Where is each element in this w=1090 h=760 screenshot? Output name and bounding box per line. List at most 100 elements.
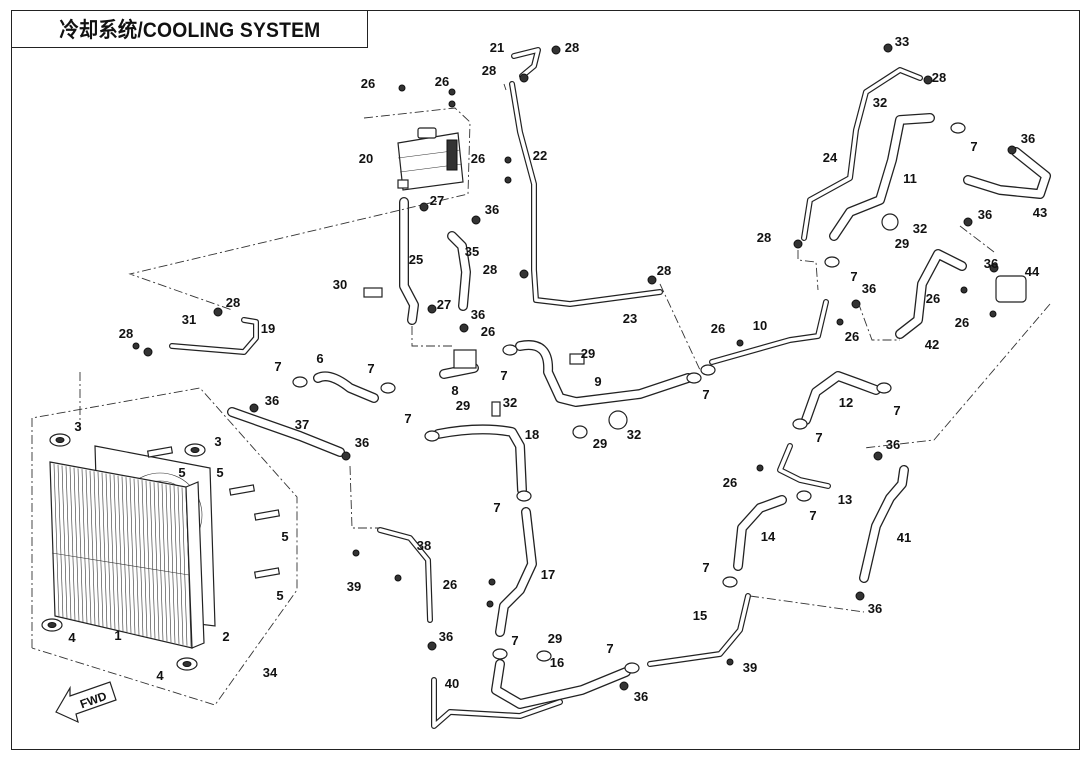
- callout-c7f: 7: [850, 269, 857, 284]
- hoses-and-pipes: [169, 47, 1051, 729]
- callout-c28h: 28: [119, 326, 133, 341]
- callout-c30: 30: [333, 277, 347, 292]
- callout-c29a: 29: [581, 346, 595, 361]
- callout-c36f: 36: [1021, 131, 1035, 146]
- callout-c32d: 32: [627, 427, 641, 442]
- callout-c7h: 7: [893, 403, 900, 418]
- clamps-and-fasteners: [132, 43, 1027, 691]
- callout-c38: 38: [417, 538, 431, 553]
- callout-c5d: 5: [276, 588, 283, 603]
- page-title: 冷却系统/COOLING SYSTEM: [58, 19, 321, 42]
- callout-c29c: 29: [593, 436, 607, 451]
- callout-c5b: 5: [216, 465, 223, 480]
- callout-c9: 9: [594, 374, 601, 389]
- callout-c39a: 39: [347, 579, 361, 594]
- callout-c19: 19: [261, 321, 275, 336]
- callout-c10: 10: [753, 318, 767, 333]
- radiator-core-part: [49, 461, 205, 649]
- callout-c36k: 36: [439, 629, 453, 644]
- callout-c7n: 7: [606, 641, 613, 656]
- callout-c41: 41: [897, 530, 911, 545]
- callout-c14: 14: [761, 529, 776, 544]
- radiator-assembly-group: [31, 387, 298, 706]
- callout-c32b: 32: [913, 221, 927, 236]
- callout-c24: 24: [823, 150, 838, 165]
- callout-c26b: 26: [435, 74, 449, 89]
- callout-c34: 34: [263, 665, 278, 680]
- callout-c1: 1: [114, 628, 121, 643]
- callout-c12: 12: [839, 395, 853, 410]
- callout-c29d: 29: [895, 236, 909, 251]
- callout-c32c: 32: [503, 395, 517, 410]
- callout-c22: 22: [533, 148, 547, 163]
- callout-c17: 17: [541, 567, 555, 582]
- callout-c44: 44: [1025, 264, 1040, 279]
- callout-c33: 33: [895, 34, 909, 49]
- callout-c18: 18: [525, 427, 539, 442]
- callout-c28g: 28: [226, 295, 240, 310]
- callout-c36c: 36: [265, 393, 279, 408]
- callout-c8: 8: [451, 383, 458, 398]
- title-block: 冷却系统/COOLING SYSTEM: [11, 10, 368, 48]
- callout-c26h: 26: [955, 315, 969, 330]
- rubber-mount-parts: [41, 433, 206, 671]
- callout-c26e: 26: [711, 321, 725, 336]
- callout-c26f: 26: [845, 329, 859, 344]
- callout-c36i: 36: [886, 437, 900, 452]
- callout-c25: 25: [409, 252, 423, 267]
- callout-c27a: 27: [430, 193, 444, 208]
- callout-c28e: 28: [483, 262, 497, 277]
- callout-c26a: 26: [361, 76, 375, 91]
- callout-c7i: 7: [815, 430, 822, 445]
- bolt-parts-5: [146, 446, 281, 579]
- callout-c36j: 36: [868, 601, 882, 616]
- callout-c16: 16: [550, 655, 564, 670]
- callout-c5c: 5: [281, 529, 288, 544]
- callout-c26c: 26: [471, 151, 485, 166]
- callout-c11: 11: [903, 171, 917, 186]
- callout-c36h: 36: [984, 256, 998, 271]
- callout-c15: 15: [693, 608, 707, 623]
- callout-c37: 37: [295, 417, 309, 432]
- callout-c7e: 7: [702, 387, 709, 402]
- callout-c28b: 28: [482, 63, 496, 78]
- callout-c7j: 7: [809, 508, 816, 523]
- forward-direction-arrow: FWD: [55, 681, 117, 724]
- assembly-34-boundary: [31, 387, 298, 706]
- callout-c36g: 36: [978, 207, 992, 222]
- callout-c5a: 5: [178, 465, 185, 480]
- callout-c26j: 26: [443, 577, 457, 592]
- callout-c36a: 36: [485, 202, 499, 217]
- callout-c43: 43: [1033, 205, 1047, 220]
- callout-c28c: 28: [932, 70, 946, 85]
- callout-c36d: 36: [355, 435, 369, 450]
- callout-c32a: 32: [873, 95, 887, 110]
- callout-c7k: 7: [702, 560, 709, 575]
- callout-c2: 2: [222, 629, 229, 644]
- callout-c4a: 4: [68, 630, 76, 645]
- drawing-frame: [11, 10, 1080, 750]
- callout-c29e: 29: [548, 631, 562, 646]
- callout-c35: 35: [465, 244, 479, 259]
- callout-c31: 31: [182, 312, 196, 327]
- callout-c21: 21: [490, 40, 504, 55]
- reference-lines: [79, 83, 1051, 613]
- callout-c3b: 3: [214, 434, 221, 449]
- callout-c28d: 28: [757, 230, 771, 245]
- callout-c27b: 27: [437, 297, 451, 312]
- callout-c36l: 36: [634, 689, 648, 704]
- callout-c7a: 7: [274, 359, 281, 374]
- callout-c7b: 7: [367, 361, 374, 376]
- callout-c36b: 36: [471, 307, 485, 322]
- callout-c40: 40: [445, 676, 459, 691]
- callout-c42: 42: [925, 337, 939, 352]
- callout-c7d: 7: [500, 368, 507, 383]
- callout-c20: 20: [359, 151, 373, 166]
- callout-c3a: 3: [74, 419, 81, 434]
- callout-c26i: 26: [723, 475, 737, 490]
- callout-c36e: 36: [862, 281, 876, 296]
- callout-c28a: 28: [565, 40, 579, 55]
- callout-c26d: 26: [481, 324, 495, 339]
